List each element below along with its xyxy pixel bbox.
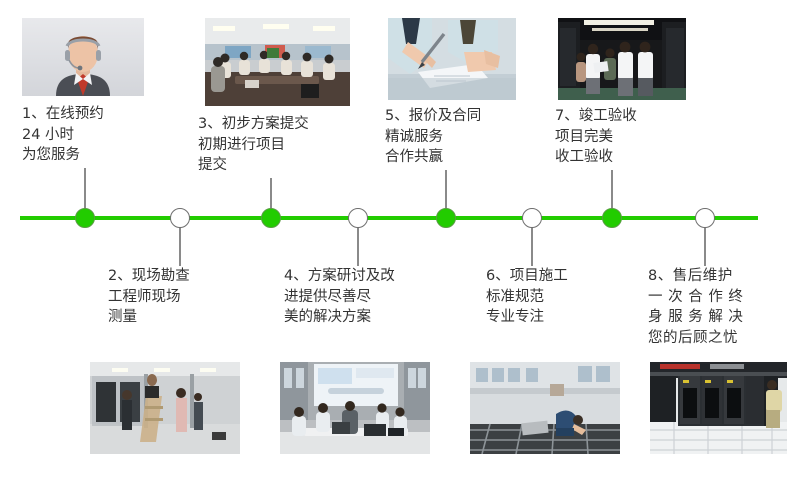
step-6-stem [531,218,533,266]
step-2-stem [179,218,181,266]
step-2-caption: 2、现场勘查 工程师现场 测量 [108,268,190,326]
step-7-stem [611,170,613,218]
customer-service-agent-image [22,18,144,96]
step-7-caption: 7、竣工验收 项目完美 收工验收 [555,108,637,166]
step-2-node [170,208,190,228]
step-8-node [695,208,715,228]
step-3-caption: 3、初步方案提交 初期进行项目 提交 [198,116,309,174]
step-7-thumbnail [558,18,686,100]
step-6-thumbnail [470,362,620,454]
step-1-thumbnail [22,18,144,96]
step-2-thumbnail [90,362,240,454]
timeline-axis [20,216,758,220]
step-3-thumbnail [205,18,350,106]
after-sales-maintenance-image [650,362,787,454]
step-6-node [522,208,542,228]
step-3-stem [270,178,272,218]
step-4-thumbnail [280,362,430,454]
solution-discussion-image [280,362,430,454]
step-5-thumbnail [388,18,516,100]
step-5-node [436,208,456,228]
step-8-stem [704,218,706,266]
floor-construction-image [470,362,620,454]
meeting-room-image [205,18,350,106]
step-7-node [602,208,622,228]
site-survey-image [90,362,240,454]
step-4-caption: 4、方案研讨及改 进提供尽善尽 美的解决方案 [284,268,395,326]
step-8-thumbnail [650,362,787,454]
step-1-stem [84,168,86,218]
contract-signing-image [388,18,516,100]
step-5-caption: 5、报价及合同 精诚服务 合作共赢 [385,108,482,166]
step-6-caption: 6、项目施工 标准规范 专业专注 [486,268,568,326]
step-5-stem [445,170,447,218]
step-4-stem [357,218,359,266]
project-acceptance-image [558,18,686,100]
step-1-caption: 1、在线预约 24 小时 为您服务 [22,106,104,164]
step-3-node [261,208,281,228]
step-4-node [348,208,368,228]
step-8-caption: 8、售后维护 一 次 合 作 终 身 服 务 解 决 您的后顾之忧 [648,268,744,346]
step-1-node [75,208,95,228]
